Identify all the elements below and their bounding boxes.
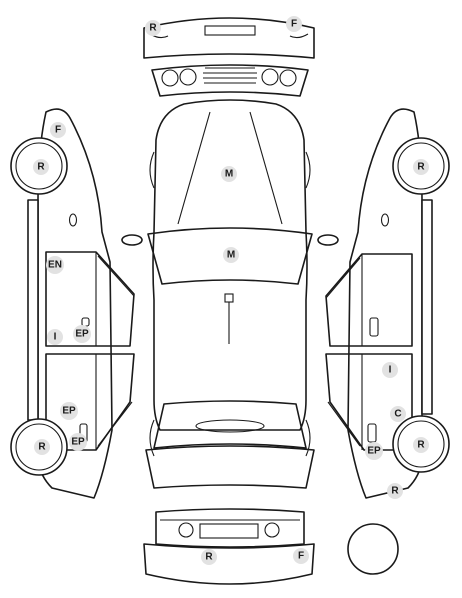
marker-label: EP: [62, 406, 76, 417]
marker-right-rear-door-c[interactable]: C: [390, 406, 406, 422]
marker-label: M: [227, 250, 235, 261]
marker-left-rear-wheel[interactable]: R: [34, 439, 50, 455]
marker-front-bumper-f[interactable]: F: [293, 548, 309, 564]
marker-label: R: [417, 162, 425, 173]
rear-panel[interactable]: [151, 64, 309, 97]
marker-label: EP: [75, 329, 89, 340]
marker-front-bumper-r[interactable]: R: [201, 549, 217, 565]
car-body[interactable]: [121, 99, 339, 489]
marker-label: R: [417, 440, 425, 451]
front-panel[interactable]: [155, 508, 305, 548]
marker-right-rear-door-ep[interactable]: EP: [365, 442, 383, 460]
front-bumper[interactable]: [143, 543, 315, 585]
marker-left-front-wheel[interactable]: R: [33, 159, 49, 175]
marker-rear-bumper-f[interactable]: F: [286, 16, 302, 32]
marker-label: R: [38, 442, 46, 453]
marker-label: R: [149, 23, 157, 34]
marker-label: C: [394, 409, 401, 420]
marker-left-front-door-en[interactable]: EN: [46, 256, 64, 274]
marker-label: R: [37, 162, 45, 173]
marker-label: I: [54, 332, 57, 343]
marker-windshield[interactable]: M: [223, 247, 239, 263]
marker-label: EN: [48, 260, 62, 271]
marker-label: I: [389, 365, 392, 376]
marker-left-fender[interactable]: F: [50, 122, 66, 138]
marker-rear-bumper-r[interactable]: R: [145, 20, 161, 36]
marker-label: M: [225, 169, 233, 180]
spare-tire[interactable]: [347, 523, 399, 575]
marker-right-rear-quarter[interactable]: R: [387, 483, 403, 499]
marker-left-rear-door-ep2[interactable]: EP: [69, 433, 87, 451]
marker-left-rear-door-ep1[interactable]: EP: [60, 402, 78, 420]
marker-label: R: [391, 486, 399, 497]
marker-label: EP: [71, 437, 85, 448]
marker-right-rear-wheel[interactable]: R: [413, 437, 429, 453]
marker-label: F: [298, 551, 304, 562]
marker-left-front-door-ep[interactable]: EP: [73, 325, 91, 343]
marker-left-front-door-i[interactable]: I: [47, 329, 63, 345]
marker-right-rear-door-i[interactable]: I: [382, 362, 398, 378]
marker-right-front-wheel[interactable]: R: [413, 159, 429, 175]
marker-hood[interactable]: M: [221, 166, 237, 182]
marker-label: R: [205, 552, 213, 563]
marker-label: F: [291, 19, 297, 30]
marker-label: F: [55, 125, 61, 136]
marker-label: EP: [367, 446, 381, 457]
